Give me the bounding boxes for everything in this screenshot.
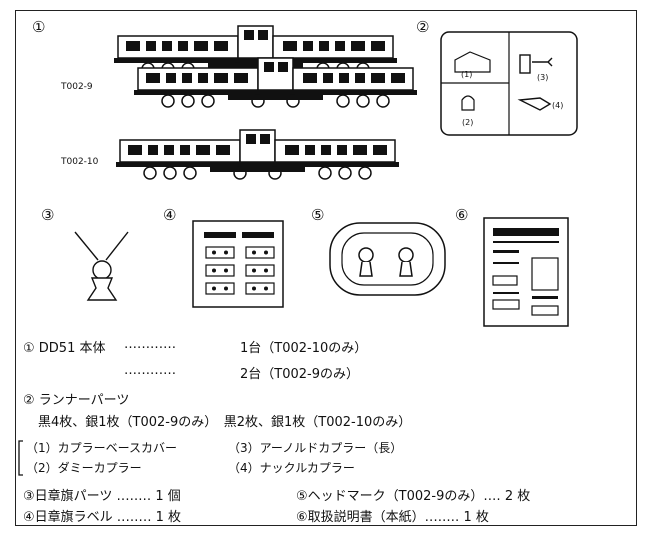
fig5-number: ⑤ (311, 206, 325, 224)
parts-line-2-dots: ‥‥‥‥‥‥ (124, 363, 177, 378)
parts-line-1-name: ① DD51 本体 (23, 341, 106, 356)
sub-item-4: （4）ナックルカプラー (228, 461, 355, 475)
sub-item-3: （3）アーノルドカプラー（長） (228, 441, 403, 455)
parts-line-1-qty: 1台（T002-10のみ） (240, 341, 368, 356)
flag-parts-drawing (74, 231, 129, 301)
parts-line-2-qty: 2台（T002-9のみ） (240, 367, 359, 382)
parts-line-6-b: ⑥取扱説明書（本紙）‥‥‥‥ 1 枚 (296, 510, 489, 525)
parts-line-6-a: ④日章旗ラベル ‥‥‥‥ 1 枚 (23, 510, 182, 525)
code-t002-10: T002-10 (61, 157, 99, 167)
fig4-number: ④ (163, 206, 177, 224)
sub-items-bracket (18, 440, 23, 476)
runner-parts-drawing (440, 31, 578, 136)
runner-label-4: (4) (552, 101, 564, 110)
runner-label-1: (1) (461, 70, 473, 79)
runner-label-2: (2) (462, 118, 474, 127)
headmark-drawing (329, 222, 446, 296)
parts-line-1-dots: ‥‥‥‥‥‥ (124, 337, 177, 352)
fig3-number: ③ (41, 206, 55, 224)
code-t002-9: T002-9 (61, 82, 93, 92)
fig2-number: ② (416, 18, 430, 36)
loco-t002-10 (115, 129, 400, 180)
sub-item-2: （2）ダミーカプラー (26, 461, 142, 475)
diagram-frame (15, 10, 637, 526)
parts-line-5-a: ③日章旗パーツ ‥‥‥‥ 1 個 (23, 489, 181, 504)
instruction-manual-drawing (483, 217, 569, 327)
parts-line-5-b: ⑤ヘッドマーク（T002-9のみ）‥‥ 2 枚 (296, 489, 531, 504)
fig1-number: ① (32, 18, 46, 36)
loco-t002-9-front (133, 57, 418, 108)
fig6-number: ⑥ (455, 206, 469, 224)
runner-label-3: (3) (537, 73, 549, 82)
parts-line-4: 黒4枚、銀1枚（T002-9のみ） 黒2枚、銀1枚（T002-10のみ） (38, 415, 412, 430)
sub-item-1: （1）カプラーベースカバー (26, 441, 178, 455)
parts-line-3: ② ランナーパーツ (23, 393, 130, 408)
flag-labels-sheet (192, 220, 284, 308)
